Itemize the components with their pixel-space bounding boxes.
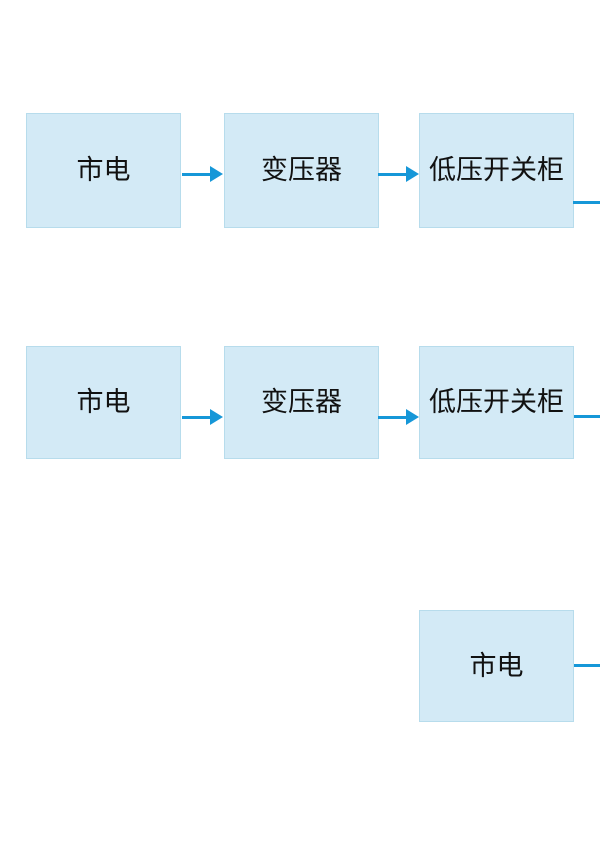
node-label: 低压开关柜 [429, 155, 564, 185]
arrow-right-icon [210, 166, 223, 182]
node-mains-power-row1: 市电 [26, 113, 181, 228]
node-label: 市电 [76, 387, 131, 417]
flow-arrow [182, 166, 223, 182]
arrow-right-icon [406, 166, 419, 182]
node-mains-power-row3: 市电 [419, 610, 574, 722]
arrow-shaft [182, 415, 210, 419]
flow-arrow [378, 166, 419, 182]
arrow-right-icon [406, 409, 419, 425]
node-lv-switchgear-row1: 低压开关柜 [419, 113, 574, 228]
node-label: 市电 [76, 155, 131, 185]
node-lv-switchgear-row2: 低压开关柜 [419, 346, 574, 459]
flow-arrow [182, 409, 223, 425]
node-label: 低压开关柜 [429, 387, 564, 417]
arrow-shaft [182, 172, 210, 176]
flow-arrow [378, 409, 419, 425]
connector-line-right-row3 [574, 664, 600, 667]
node-label: 市电 [469, 650, 524, 681]
node-label: 变压器 [261, 155, 342, 185]
node-label: 变压器 [261, 387, 342, 417]
node-transformer-row2: 变压器 [224, 346, 379, 459]
connector-line-right-row2 [574, 415, 600, 418]
connector-line-right-row1 [573, 201, 600, 204]
node-transformer-row1: 变压器 [224, 113, 379, 228]
arrow-right-icon [210, 409, 223, 425]
node-mains-power-row2: 市电 [26, 346, 181, 459]
arrow-shaft [378, 415, 406, 419]
arrow-shaft [378, 172, 406, 176]
